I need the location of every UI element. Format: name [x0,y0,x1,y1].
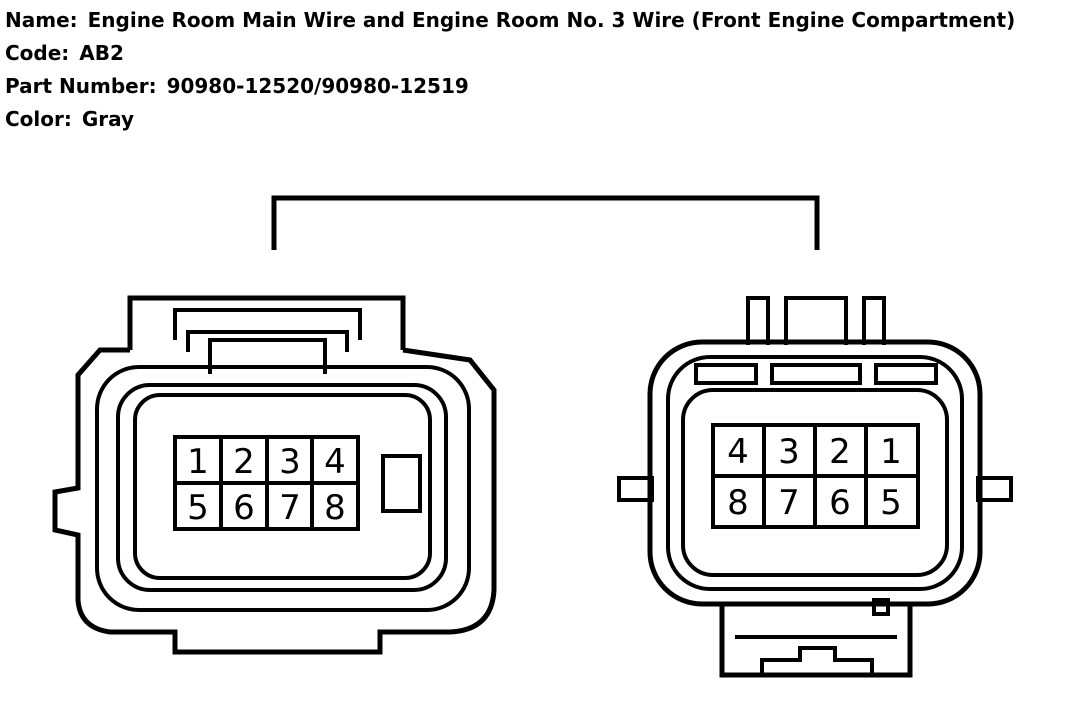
left-pin-1: 1 [187,442,209,482]
name-line: Name: Engine Room Main Wire and Engine Ro… [5,4,1015,37]
right-pin-labels: 4 3 2 1 8 7 6 5 [727,432,902,523]
right-side-tab-left [617,476,654,502]
color-value: Gray [81,107,135,131]
right-pin-1: 1 [880,432,902,472]
left-connector [52,295,497,655]
right-housing [647,339,983,607]
right-pin-7: 7 [778,483,800,523]
code-label: Code: [5,41,70,65]
color-label: Color: [5,107,72,131]
right-bottom-extension [719,604,913,678]
right-connector [617,296,1013,678]
right-top-post-left [746,296,770,345]
left-inner-frame [95,365,471,612]
right-top-post-center [784,296,848,345]
left-housing [52,347,497,655]
mating-bracket [271,195,820,250]
right-pin-2: 2 [829,432,851,472]
name-label: Name: [5,8,78,32]
left-pin-5: 5 [187,488,209,528]
right-side-tab-right [976,476,1013,502]
left-top-latch [127,295,406,350]
right-inner-frame [666,355,964,591]
left-pin-8: 8 [324,488,346,528]
right-pin-3: 3 [778,432,800,472]
right-pin-4: 4 [727,432,749,472]
right-top-post-right [862,296,886,345]
code-value: AB2 [79,41,124,65]
left-pin-3: 3 [279,442,301,482]
right-pin-5: 5 [880,483,902,523]
left-pin-2: 2 [233,442,255,482]
connector-info: Name: Engine Room Main Wire and Engine Ro… [5,4,1015,136]
part-number-label: Part Number: [5,74,157,98]
left-pin-4: 4 [324,442,346,482]
left-pin-labels: 1 2 3 4 5 6 7 8 [187,442,346,528]
right-slot-right [874,363,938,385]
left-pin-7: 7 [279,488,301,528]
part-number-line: Part Number: 90980-12520/90980-12519 [5,70,1015,103]
color-line: Color: Gray [5,103,1015,136]
part-number-value: 90980-12520/90980-12519 [166,74,469,98]
right-slot-left [694,363,758,385]
right-bottom-latch [760,646,874,675]
left-lock-tab [381,454,422,513]
right-pin-6: 6 [829,483,851,523]
code-line: Code: AB2 [5,37,1015,70]
right-slot-center [770,363,862,385]
left-pin-6: 6 [233,488,255,528]
right-pin-8: 8 [727,483,749,523]
name-value: Engine Room Main Wire and Engine Room No… [87,8,1016,32]
